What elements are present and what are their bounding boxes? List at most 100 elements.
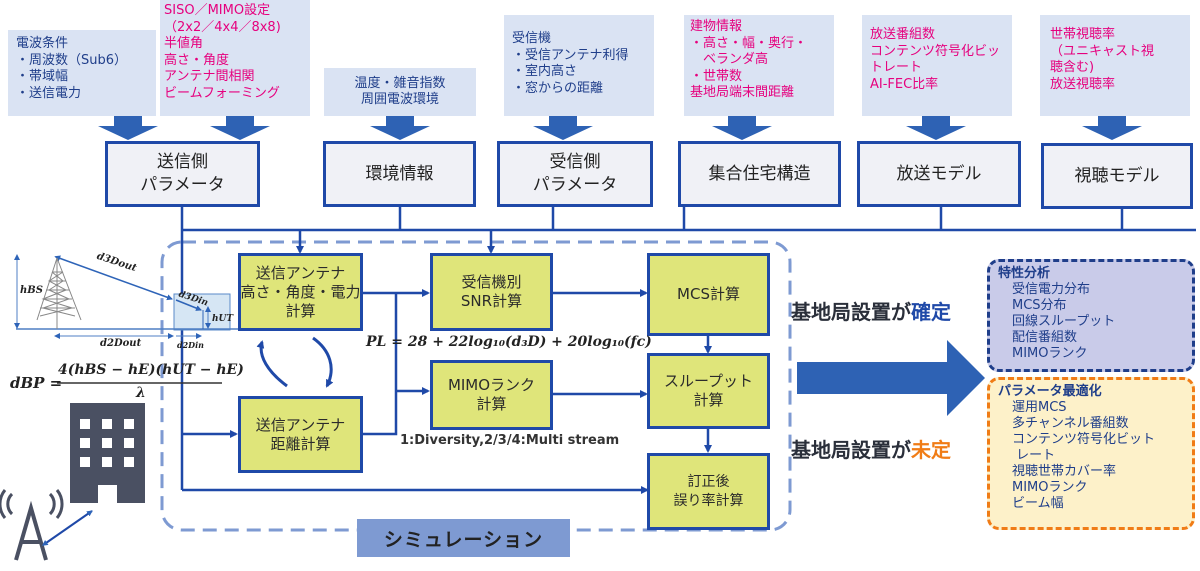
input-line: （ユニキャスト視 bbox=[1050, 43, 1155, 59]
antenna-icon bbox=[0, 489, 64, 561]
calc-label: 訂正後 bbox=[687, 473, 730, 490]
link-arrow bbox=[41, 510, 93, 546]
param-label: 放送モデル bbox=[896, 163, 982, 184]
input-arrow-env bbox=[370, 116, 430, 140]
input-line: 聴含む) bbox=[1050, 60, 1095, 75]
input-arrow-mimo bbox=[210, 116, 270, 140]
tower-icon bbox=[36, 257, 82, 329]
analysis-title: 特性分析 bbox=[998, 266, 1051, 281]
input-arrow-radio bbox=[98, 116, 158, 140]
input-line: SISO／MIMO設定 bbox=[164, 3, 271, 18]
analysis-item: MIMOランク bbox=[1012, 346, 1088, 361]
calc-label: 送信アンテナ bbox=[255, 263, 346, 282]
param-label: パラメータ bbox=[532, 175, 618, 195]
calc-label: 送信アンテナ bbox=[255, 415, 346, 434]
param-box-housing: 集合住宅構造 bbox=[678, 141, 841, 207]
result-box-optimization: パラメータ最適化 運用MCS 多チャンネル番組数 コンテンツ符号化ビット レート… bbox=[987, 377, 1195, 530]
label-h-ut: hUT bbox=[212, 314, 234, 324]
input-line: AI-FEC比率 bbox=[870, 76, 939, 92]
input-line: 放送番組数 bbox=[870, 27, 936, 42]
calc-box-tx-antenna: 送信アンテナ 高さ・角度・電力 計算 bbox=[238, 253, 363, 331]
input-line: トレート bbox=[870, 60, 923, 75]
calc-box-tx-distance: 送信アンテナ 距離計算 bbox=[238, 396, 363, 473]
input-line: 電波条件 bbox=[16, 36, 69, 51]
input-line: ・世帯数 bbox=[690, 68, 743, 84]
optimization-item: 視聴世帯カバー率 bbox=[1012, 464, 1117, 479]
calc-box-error-rate: 訂正後 誤り率計算 bbox=[647, 453, 770, 530]
analysis-item: 回線スループット bbox=[1012, 314, 1116, 329]
result-arrow bbox=[797, 340, 985, 416]
param-box-viewing-model: 視聴モデル bbox=[1041, 143, 1193, 209]
loop-arrow-down bbox=[312, 336, 334, 388]
input-arrow-rx bbox=[533, 116, 593, 140]
calc-label: スループット bbox=[663, 372, 754, 390]
calc-box-mimo-rank: MIMOランク 計算 bbox=[430, 360, 553, 430]
optimization-title: パラメータ最適化 bbox=[998, 384, 1102, 399]
label-d-2din: d2Din bbox=[177, 340, 204, 350]
param-box-rx: 受信側 パラメータ bbox=[497, 141, 653, 207]
input-line: ・受信アンテナ利得 bbox=[512, 47, 629, 63]
input-box-viewing: 世帯視聴率 （ユニキャスト視 聴含む) 放送視聴率 bbox=[1040, 15, 1190, 116]
loop-arrow-up bbox=[256, 340, 288, 388]
input-line: ・室内高さ bbox=[512, 64, 578, 79]
pathloss-formula: PL = 28 + 22log₁₀(d₃D) + 20log₁₀(fc) bbox=[366, 334, 652, 350]
input-line: アンテナ間相関 bbox=[164, 69, 255, 84]
input-line: （2x2／4x4／8x8) bbox=[164, 19, 281, 35]
input-line: 半値角 bbox=[164, 36, 204, 51]
calc-box-snr: 受信機別 SNR計算 bbox=[430, 253, 553, 331]
input-line: ・高さ・幅・奥行・ bbox=[690, 35, 808, 51]
input-box-building: 建物情報 ・高さ・幅・奥行・ ベランダ高 ・世帯数 基地局端末間距離 bbox=[684, 15, 834, 116]
calc-box-throughput: スループット 計算 bbox=[647, 353, 770, 429]
input-arrow-broadcast bbox=[906, 116, 966, 140]
input-line: 温度・雑音指数 bbox=[354, 75, 446, 91]
calc-label: 距離計算 bbox=[270, 434, 331, 453]
result-box-analysis: 特性分析 受信電力分布 MCS分布 回線スループット 配信番組数 MIMOランク bbox=[987, 259, 1195, 372]
input-line: ・帯域幅 bbox=[16, 69, 69, 84]
calc-label: MIMOランク bbox=[447, 376, 536, 394]
calc-label: 計算 bbox=[693, 391, 724, 409]
propagation-geometry bbox=[14, 254, 242, 339]
input-line: ・窓からの距離 bbox=[512, 80, 604, 96]
input-line: 高さ・角度 bbox=[164, 52, 230, 68]
input-arrow-housing bbox=[712, 116, 772, 140]
calc-label: 高さ・角度・電力 bbox=[240, 282, 361, 301]
param-label: 受信側 bbox=[549, 152, 601, 172]
param-label: 送信側 bbox=[157, 152, 208, 172]
param-label: パラメータ bbox=[140, 175, 225, 195]
param-label: 集合住宅構造 bbox=[708, 163, 811, 184]
calc-box-mcs: MCS計算 bbox=[647, 253, 770, 336]
decision-confirmed-prefix: 基地局設置が bbox=[791, 300, 911, 324]
analysis-item: 受信電力分布 bbox=[1012, 282, 1091, 297]
optimization-item: MIMOランク bbox=[1012, 480, 1088, 495]
calc-label: 受信機別 bbox=[461, 273, 522, 291]
optimization-item: ビーム幅 bbox=[1012, 496, 1064, 511]
breakpoint-formula-numerator: 4(hBS − hE)(hUT − hE) bbox=[58, 362, 244, 378]
optimization-item: 運用MCS bbox=[1012, 400, 1067, 415]
analysis-item: MCS分布 bbox=[1012, 298, 1067, 313]
calc-label: SNR計算 bbox=[460, 292, 523, 310]
calc-label: 計算 bbox=[476, 395, 507, 413]
input-line: ・送信電力 bbox=[16, 85, 82, 101]
decision-confirmed-suffix: 確定 bbox=[911, 300, 951, 324]
input-box-environment: 温度・雑音指数 周囲電波環境 bbox=[324, 68, 476, 116]
decision-undecided: 基地局設置が未定 bbox=[791, 434, 951, 463]
input-line: ・周波数（Sub6） bbox=[16, 52, 128, 68]
breakpoint-formula-lhs: dBP = bbox=[10, 374, 63, 392]
input-arrow-viewing bbox=[1082, 116, 1142, 140]
param-box-broadcast-model: 放送モデル bbox=[857, 141, 1021, 207]
decision-confirmed: 基地局設置が確定 bbox=[791, 296, 951, 325]
input-box-mimo: SISO／MIMO設定 （2x2／4x4／8x8) 半値角 高さ・角度 アンテナ… bbox=[160, 0, 310, 116]
label-h-bs: hBS bbox=[20, 285, 43, 296]
calc-label: 計算 bbox=[285, 301, 316, 320]
analysis-item: 配信番組数 bbox=[1012, 330, 1078, 345]
optimization-item: コンテンツ符号化ビット bbox=[1012, 432, 1156, 447]
decision-undecided-suffix: 未定 bbox=[911, 438, 951, 462]
input-box-receiver: 受信機 ・受信アンテナ利得 ・室内高さ ・窓からの距離 bbox=[504, 15, 654, 116]
input-line: 基地局端末間距離 bbox=[690, 85, 795, 100]
input-line: 放送視聴率 bbox=[1050, 76, 1116, 92]
param-label: 視聴モデル bbox=[1074, 165, 1160, 186]
input-line: 建物情報 bbox=[690, 19, 743, 34]
param-box-tx: 送信側 パラメータ bbox=[105, 141, 260, 207]
breakpoint-formula-denominator: λ bbox=[136, 385, 146, 401]
building-icon bbox=[70, 403, 145, 503]
